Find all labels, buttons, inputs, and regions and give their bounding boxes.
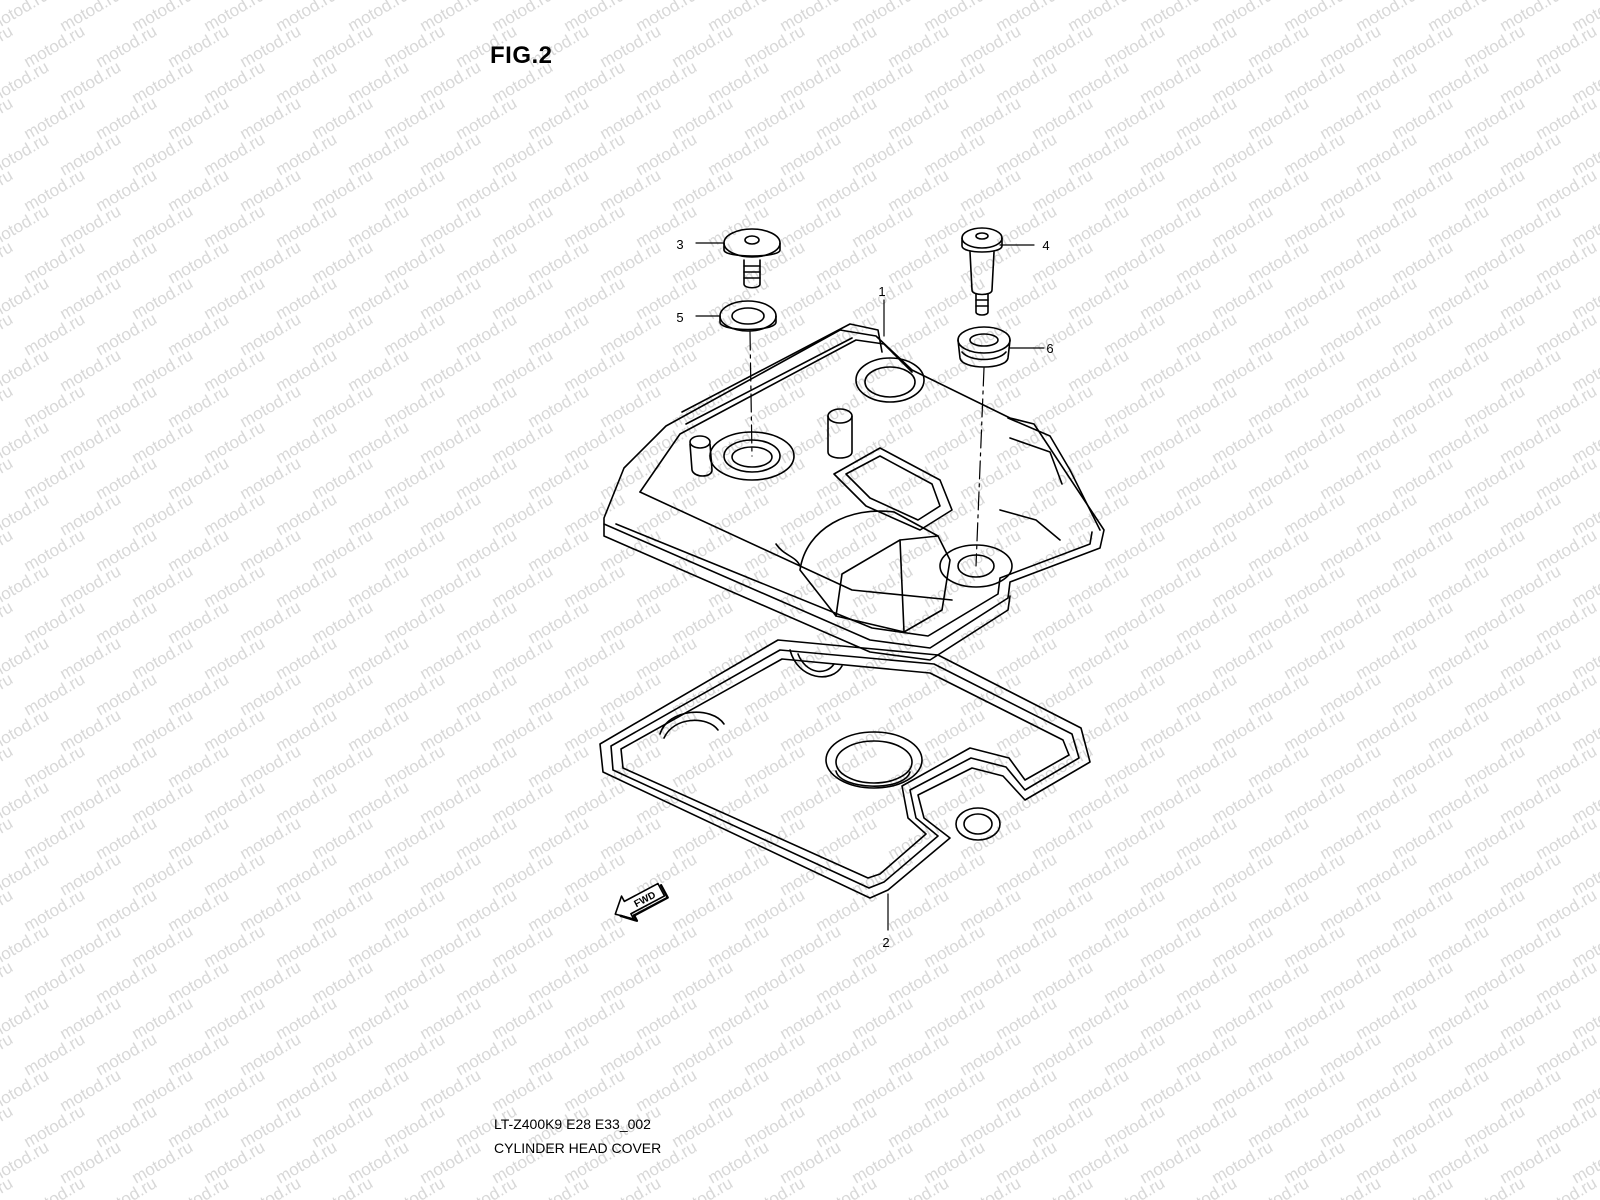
fwd-arrow-icon: FWD [614, 882, 669, 922]
callout-3: 3 [676, 237, 683, 252]
figure-title: FIG.2 [490, 42, 553, 69]
callout-1: 1 [878, 284, 885, 299]
cylinder-head-cover-part [603, 323, 1105, 661]
washer-5-part [719, 300, 777, 332]
callout-6: 6 [1046, 341, 1053, 356]
figure-name: CYLINDER HEAD COVER [494, 1140, 662, 1156]
gasket-part [599, 639, 1091, 899]
assembly-centerlines [749, 331, 985, 567]
figure-code: LT-Z400K9 E28 E33_002 [494, 1116, 651, 1132]
callout-2: 2 [882, 935, 889, 950]
callout-leaders [695, 242, 1045, 931]
bolt-4-part [961, 227, 1003, 316]
grommet-6-part [957, 326, 1011, 368]
fwd-label: FWD [632, 890, 657, 910]
callout-5: 5 [676, 310, 683, 325]
bolt-3-part [723, 228, 781, 289]
callout-4: 4 [1042, 238, 1049, 253]
